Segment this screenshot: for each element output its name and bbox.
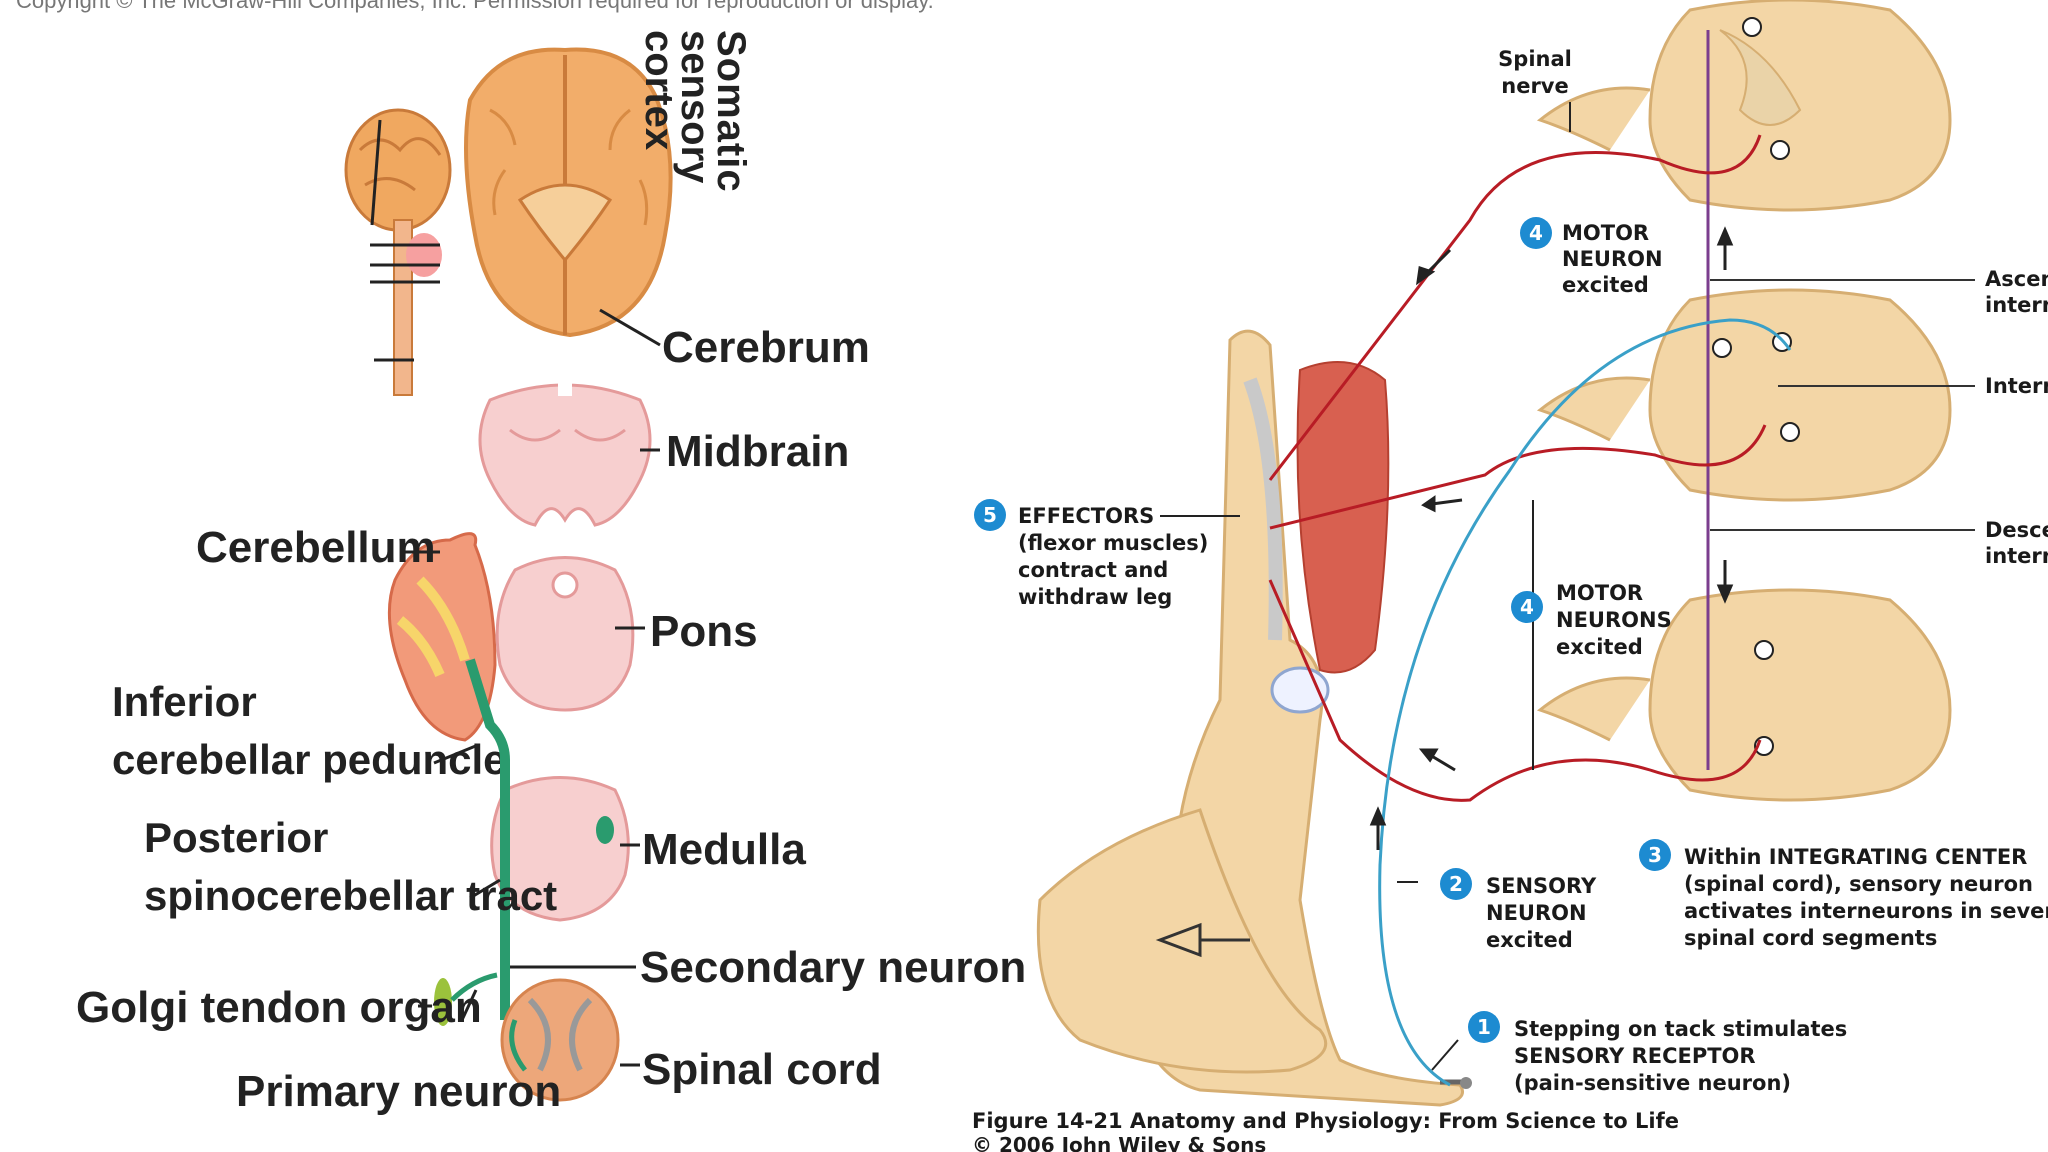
step4-bottom-line1: MOTOR — [1556, 581, 1643, 605]
inferior-label-line1: Inferior — [112, 678, 257, 725]
midbrain-illustration — [478, 382, 660, 527]
step1-line3: (pain-sensitive neuron) — [1514, 1071, 1791, 1095]
step2-line2: NEURON — [1486, 901, 1587, 925]
cerebrum-illustration — [464, 47, 673, 347]
spinocerebellar-tract — [465, 658, 510, 1020]
spinal-cord-label: Spinal cord — [642, 1045, 882, 1094]
step-badge-motor-neurons: 4 — [1511, 591, 1543, 623]
step5-line2: (flexor muscles) — [1018, 531, 1208, 555]
copyright-text: Copyright © The McGraw-Hill Companies, I… — [16, 0, 934, 13]
step2-line3: excited — [1486, 928, 1573, 952]
step5-line1: EFFECTORS — [1018, 504, 1154, 528]
svg-text:4: 4 — [1529, 221, 1543, 245]
interneuron-label: Intern — [1985, 374, 2048, 398]
direction-arrows — [1369, 226, 1734, 850]
svg-text:5: 5 — [983, 503, 997, 527]
spinal-nerve-label-line2: nerve — [1501, 74, 1568, 98]
svg-text:Somatic: Somatic — [709, 30, 753, 193]
sensory-neuron-path — [1378, 318, 1792, 1087]
leg-illustration — [1036, 329, 1472, 1107]
posterior-label-line1: Posterior — [144, 814, 328, 861]
step3-line3: activates interneurons in severa — [1684, 899, 2048, 923]
inferior-label-line2: cerebellar peduncle — [112, 736, 507, 783]
svg-text:4: 4 — [1520, 595, 1534, 619]
right-panel: Spinal nerve Ascen intern Intern Desce i… — [972, 0, 2048, 1152]
step3-line1: Within INTEGRATING CENTER — [1684, 845, 2027, 869]
descending-label-line2: intern — [1985, 544, 2048, 568]
golgi-tendon-organ-illustration — [418, 972, 498, 1026]
left-panel: Copyright © The McGraw-Hill Companies, I… — [16, 0, 1027, 1116]
spinal-cord-segment-top — [1536, 0, 1952, 212]
step-badge-motor-neuron: 4 — [1520, 217, 1552, 249]
cerebellum-illustration — [387, 532, 497, 742]
step5-line3: contract and — [1018, 558, 1168, 582]
step-badge-sensory-receptor: 1 — [1468, 1011, 1500, 1043]
midbrain-label: Midbrain — [666, 427, 849, 476]
ascending-label-line2: intern — [1985, 293, 2048, 317]
primary-neuron-label: Primary neuron — [236, 1067, 561, 1116]
step-badge-effectors: 5 — [974, 499, 1006, 531]
figure-caption-line2: © 2006 John Wiley & Sons — [972, 1133, 1266, 1152]
spinal-cord-segment-bottom — [1536, 588, 1952, 802]
step4-top-line2: NEURON — [1562, 247, 1663, 271]
somatic-label: Somatic sensory cortex — [637, 30, 753, 193]
step1-line1: Stepping on tack stimulates — [1514, 1017, 1847, 1041]
small-brain-illustration — [344, 108, 452, 396]
spinal-cord-illustration — [500, 978, 640, 1102]
figure-caption-line1: Figure 14-21 Anatomy and Physiology: Fro… — [972, 1109, 1679, 1133]
step3-line4: spinal cord segments — [1684, 926, 1937, 950]
descending-label-line1: Desce — [1985, 518, 2048, 542]
spinal-nerve-label-line1: Spinal — [1498, 47, 1572, 71]
svg-text:3: 3 — [1648, 843, 1662, 867]
posterior-label-line2: spinocerebellar tract — [144, 872, 557, 919]
step4-top-line3: excited — [1562, 273, 1649, 297]
motor-neuron-paths — [1268, 134, 1767, 802]
step2-line1: SENSORY — [1486, 874, 1597, 898]
step4-bottom-line2: NEURONS — [1556, 608, 1672, 632]
medulla-label: Medulla — [642, 825, 806, 874]
svg-text:2: 2 — [1449, 872, 1463, 896]
withdraw-arrow — [1155, 922, 1250, 958]
step-badge-integrating-center: 3 — [1639, 839, 1671, 871]
step5-line4: withdraw leg — [1018, 585, 1172, 609]
medulla-illustration — [490, 776, 640, 922]
pons-illustration — [495, 556, 645, 712]
step3-line2: (spinal cord), sensory neuron — [1684, 872, 2033, 896]
ascending-label-line1: Ascen — [1985, 267, 2048, 291]
golgi-tendon-organ-label: Golgi tendon organ — [76, 983, 482, 1032]
svg-text:sensory: sensory — [673, 30, 717, 184]
cerebellum-label: Cerebellum — [196, 523, 436, 572]
secondary-neuron-label: Secondary neuron — [640, 943, 1026, 992]
svg-text:1: 1 — [1477, 1015, 1491, 1039]
step4-bottom-line3: excited — [1556, 635, 1643, 659]
step1-line2: SENSORY RECEPTOR — [1514, 1044, 1756, 1068]
pons-label: Pons — [650, 607, 758, 656]
cerebrum-label: Cerebrum — [662, 323, 870, 372]
svg-text:cortex: cortex — [637, 30, 681, 150]
step-badge-sensory-neuron: 2 — [1440, 868, 1472, 900]
step4-top-line1: MOTOR — [1562, 221, 1649, 245]
